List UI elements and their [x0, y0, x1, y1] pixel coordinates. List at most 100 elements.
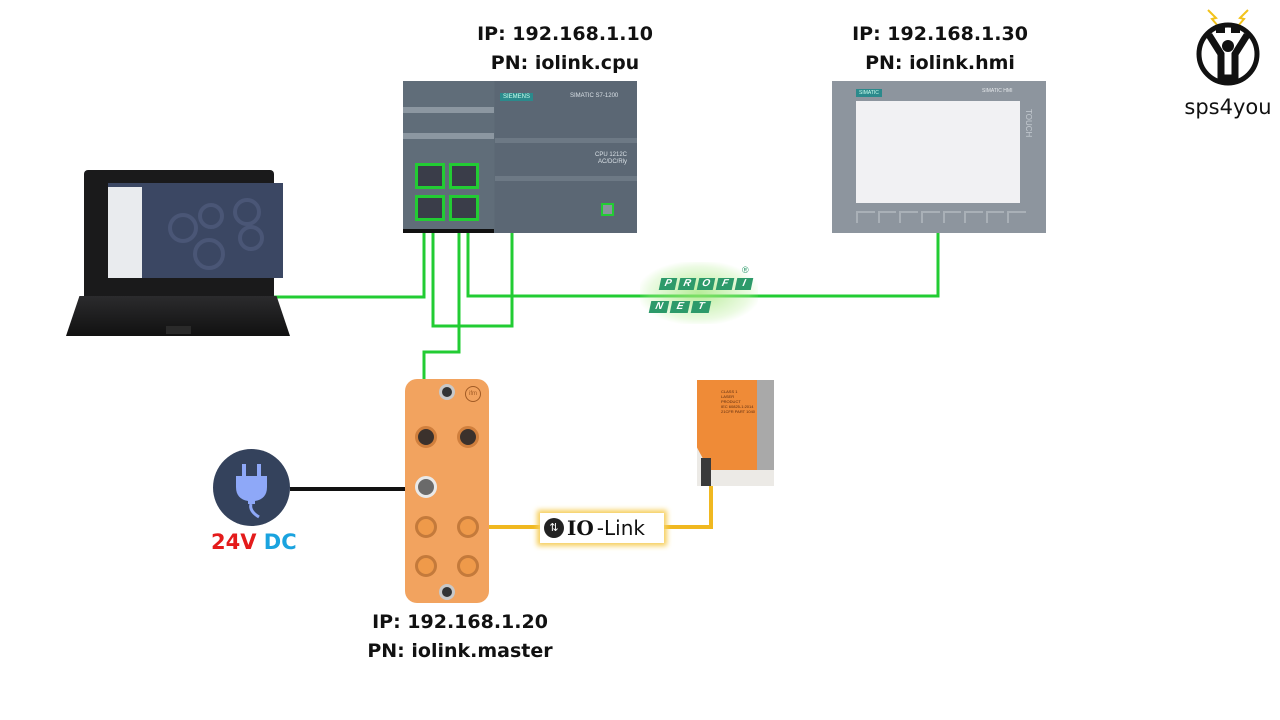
iolink-port-4[interactable]: [457, 555, 479, 577]
hmi-screen[interactable]: [856, 101, 1020, 203]
power-connector[interactable]: [415, 476, 437, 498]
iolink-logo: ⇅ IO-Link: [540, 513, 664, 543]
hmi-key[interactable]: [899, 211, 918, 223]
iolink-port-2[interactable]: [457, 516, 479, 538]
hmi-key[interactable]: [942, 211, 962, 223]
plc-cpu[interactable]: SIEMENS SIMATIC S7-1200 CPU 1212C AC/DC/…: [403, 81, 637, 233]
hmi-brand: SIMATIC: [856, 89, 882, 97]
iolink-port-1[interactable]: [415, 516, 437, 538]
profinet-letter: N: [648, 301, 670, 313]
hmi-panel[interactable]: SIMATIC SIMATIC HMI TOUCH: [832, 81, 1046, 233]
hmi-key[interactable]: [1007, 211, 1026, 223]
cpu-module: SIEMENS SIMATIC S7-1200 CPU 1212C AC/DC/…: [495, 81, 637, 233]
laptop-screen: [108, 183, 283, 278]
hmi-key[interactable]: [920, 211, 940, 223]
hmi-ip: IP: 192.168.1.30: [852, 23, 1028, 45]
iolink-cable: [425, 485, 713, 529]
hmi-key[interactable]: [964, 211, 983, 223]
profinet-glow: [640, 262, 758, 324]
profinet-letter: O: [696, 278, 716, 290]
hmi-touch-label: TOUCH: [1024, 109, 1033, 138]
gear-icon: [233, 198, 261, 226]
ethernet-port-1[interactable]: [415, 163, 445, 189]
profinet-letter: F: [715, 278, 735, 290]
cpu-ip: IP: 192.168.1.10: [477, 23, 653, 45]
sps4you-logo: sps4you: [1178, 2, 1278, 120]
hmi-key[interactable]: [985, 211, 1005, 223]
sensor-text: 21CFR PART 1040: [721, 409, 756, 414]
power-supply[interactable]: [213, 449, 290, 526]
voltage-label: 24V DC: [211, 530, 297, 554]
registered-mark: ®: [742, 265, 749, 275]
cpu-pn: PN: iolink.cpu: [490, 52, 640, 74]
sensor-cable: [701, 458, 711, 486]
profinet-letter: T: [690, 301, 712, 313]
profinet-letter: P: [658, 278, 678, 290]
cpu-communication-module: [403, 81, 494, 233]
profinet-row-1: P R O F I: [658, 278, 754, 290]
ethernet-cpu-loop-cable: [431, 180, 514, 328]
cpu-rail: [403, 107, 494, 113]
iolink-text-link: -Link: [596, 516, 645, 540]
project-tree-pane: [108, 187, 142, 278]
hmi-key[interactable]: [856, 211, 875, 223]
ethernet-port-2[interactable]: [449, 163, 479, 189]
laser-class-label: CLASS 1 LASER PRODUCT IEC 60825-1:2014 2…: [721, 389, 755, 414]
profinet-logo: P R O F I N E T ®: [640, 262, 758, 324]
cpu-profinet-port[interactable]: [601, 203, 614, 216]
master-pn: PN: iolink.master: [367, 640, 553, 662]
logo-icon: [1196, 9, 1260, 86]
ethernet-connector-x22[interactable]: [457, 426, 479, 448]
sensor-text: CLASS 1: [721, 389, 738, 394]
sensor-text: IEC 60825-1:2014: [721, 404, 754, 409]
cpu-name: CPU 1212C AC/DC/Rly: [595, 152, 627, 166]
gear-icon: [238, 225, 264, 251]
iolink-master[interactable]: ifm: [405, 379, 489, 603]
cpu-rail: [403, 133, 494, 139]
laptop-touchpad: [166, 326, 191, 334]
sensor-text: PRODUCT: [721, 399, 741, 404]
siemens-logo: SIEMENS: [500, 93, 534, 101]
hmi-key[interactable]: [877, 211, 897, 223]
profinet-letter: R: [677, 278, 697, 290]
cpu-label: IP: 192.168.1.10 PN: iolink.cpu: [470, 20, 660, 78]
iolink-port-3[interactable]: [415, 555, 437, 577]
mounting-hole: [439, 384, 455, 400]
gear-icon: [193, 238, 225, 270]
hmi-model: SIMATIC HMI: [982, 88, 1013, 94]
sensor-text: LASER: [721, 394, 735, 399]
profinet-row-2: N E T: [648, 301, 712, 313]
cpu-base: [403, 229, 494, 233]
profinet-letter: I: [734, 278, 754, 290]
ethernet-port-3[interactable]: [415, 195, 445, 221]
ethernet-port-4[interactable]: [449, 195, 479, 221]
ifm-logo: ifm: [465, 386, 481, 402]
plug-icon: [236, 464, 267, 519]
io-strip: [495, 176, 637, 181]
hmi-label: IP: 192.168.1.30 PN: iolink.hmi: [845, 20, 1035, 78]
voltage-type: DC: [263, 530, 297, 554]
iolink-icon: ⇅: [544, 518, 564, 538]
hmi-pn: PN: iolink.hmi: [865, 52, 1015, 74]
hmi-function-keys: [856, 211, 1026, 223]
master-label: IP: 192.168.1.20 PN: iolink.master: [350, 608, 570, 666]
gear-icon: [168, 213, 198, 243]
laptop-lid: [84, 170, 283, 296]
master-ip: IP: 192.168.1.20: [372, 611, 548, 633]
gear-icon: [198, 203, 224, 229]
ethernet-connector-x21[interactable]: [415, 426, 437, 448]
sensor-lens: [757, 380, 774, 470]
logo-text: sps4you: [1184, 95, 1272, 119]
profinet-letter: E: [669, 301, 691, 313]
cpu-model: SIMATIC S7-1200: [570, 93, 619, 99]
laser-sensor[interactable]: CLASS 1 LASER PRODUCT IEC 60825-1:2014 2…: [697, 380, 774, 486]
laptop[interactable]: [66, 170, 290, 336]
iolink-text-io: IO: [567, 516, 594, 540]
cpu-type: CPU 1212C: [595, 152, 628, 158]
cpu-power: AC/DC/Rly: [598, 159, 628, 165]
voltage-value: 24V: [211, 530, 257, 554]
io-strip: [495, 138, 637, 143]
sensor-housing: [697, 380, 757, 470]
mounting-hole: [439, 584, 455, 600]
